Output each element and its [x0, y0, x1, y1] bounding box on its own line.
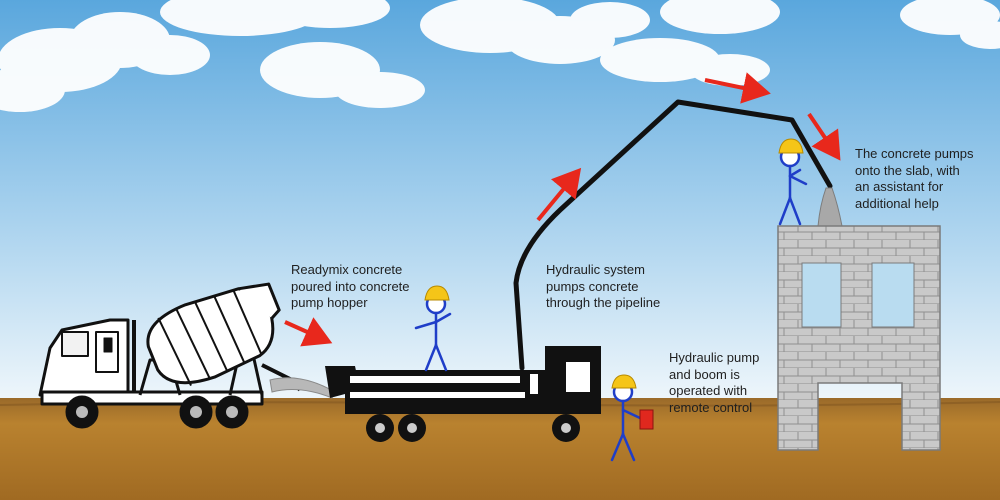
caption-line: additional help	[855, 195, 939, 211]
caption-line: through the pipeline	[546, 295, 661, 310]
caption-line: operated with	[669, 383, 748, 398]
cloud	[160, 0, 390, 36]
flow-arrow-down-boom	[807, 112, 841, 161]
caption-slab: The concrete pumps onto the slab, with a…	[855, 146, 974, 212]
flow-arrow-top-boom	[704, 72, 771, 104]
caption-remote-control: Hydraulic pump and boom is operated with…	[669, 350, 759, 416]
caption-line: The concrete pumps	[855, 146, 974, 161]
caption-line: pumps concrete	[546, 278, 639, 294]
caption-line: and boom is	[669, 366, 740, 382]
block-building	[777, 225, 941, 451]
caption-readymix: Readymix concrete poured into concrete p…	[291, 262, 410, 312]
cloud	[0, 12, 210, 112]
hard-hat	[424, 285, 450, 301]
caption-line: poured into concrete	[291, 278, 410, 294]
cloud	[420, 0, 650, 64]
caption-line: Readymix concrete	[291, 262, 403, 277]
pump-boom	[513, 99, 833, 371]
cloud	[900, 0, 1000, 49]
hard-hat	[611, 374, 637, 389]
remote-control	[639, 409, 654, 430]
flow-arrow-to-hopper	[284, 317, 333, 347]
caption-line: Hydraulic system	[546, 262, 645, 277]
clouds	[0, 0, 1000, 112]
ground	[0, 398, 1000, 500]
building-window	[801, 262, 842, 328]
building-window	[871, 262, 915, 328]
caption-line: an assistant for	[855, 179, 944, 194]
caption-line: remote control	[669, 399, 753, 415]
caption-line: Hydraulic pump	[669, 350, 760, 365]
hard-hat	[778, 138, 804, 154]
concrete-mixer-truck	[38, 282, 302, 429]
concrete-pump-truck	[325, 346, 601, 442]
caption-line: pump hopper	[291, 295, 368, 310]
flow-arrow-up-boom	[536, 167, 582, 222]
caption-hydraulic-system: Hydraulic system pumps concrete through …	[546, 262, 660, 312]
caption-line: onto the slab, with	[855, 162, 960, 178]
cloud	[260, 42, 425, 108]
